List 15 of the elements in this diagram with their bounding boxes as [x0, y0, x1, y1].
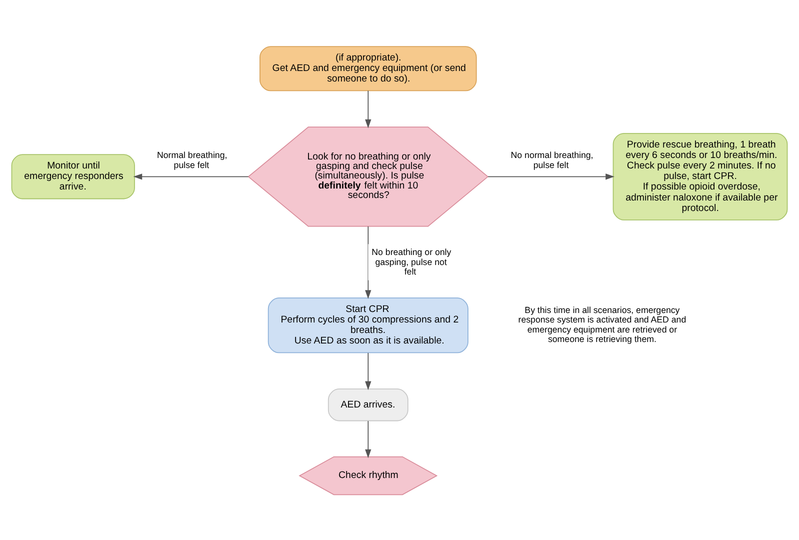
- arrow: [365, 420, 372, 458]
- edge-label: Normal breathing, pulse felt: [157, 150, 228, 170]
- edge-label: No breathing or only gasping, pulse not felt: [372, 246, 452, 276]
- edge-label: No normal breathing, pulse felt: [510, 150, 594, 170]
- node-box: Start CPR Perform cycles of 30 compressions and 2 breaths. Use AED as soon as it is available.: [268, 297, 468, 353]
- arrow: [365, 352, 372, 390]
- node-box: (if appropriate). Get AED and emergency equipment (or send someone to do so).: [260, 46, 477, 91]
- node-box: AED arrives.: [328, 388, 408, 421]
- arrow: [365, 226, 372, 298]
- arrow: [133, 173, 249, 180]
- node-box: Monitor until emergency responders arrive.: [11, 154, 135, 199]
- node-box: Provide rescue breathing, 1 breath every 6 seconds or 10 breaths/min. Check pulse every 2 minutes. If no pulse, start CPR. If possible opioid overdose, administer naloxone if available per protocol.: [612, 132, 788, 220]
- arrow: [365, 90, 372, 128]
- label: By this time in all scenarios, emergency response system is activated and AED and emergency equipment are retrieved or someone is retrieving them.: [518, 304, 686, 344]
- arrow: [488, 173, 614, 180]
